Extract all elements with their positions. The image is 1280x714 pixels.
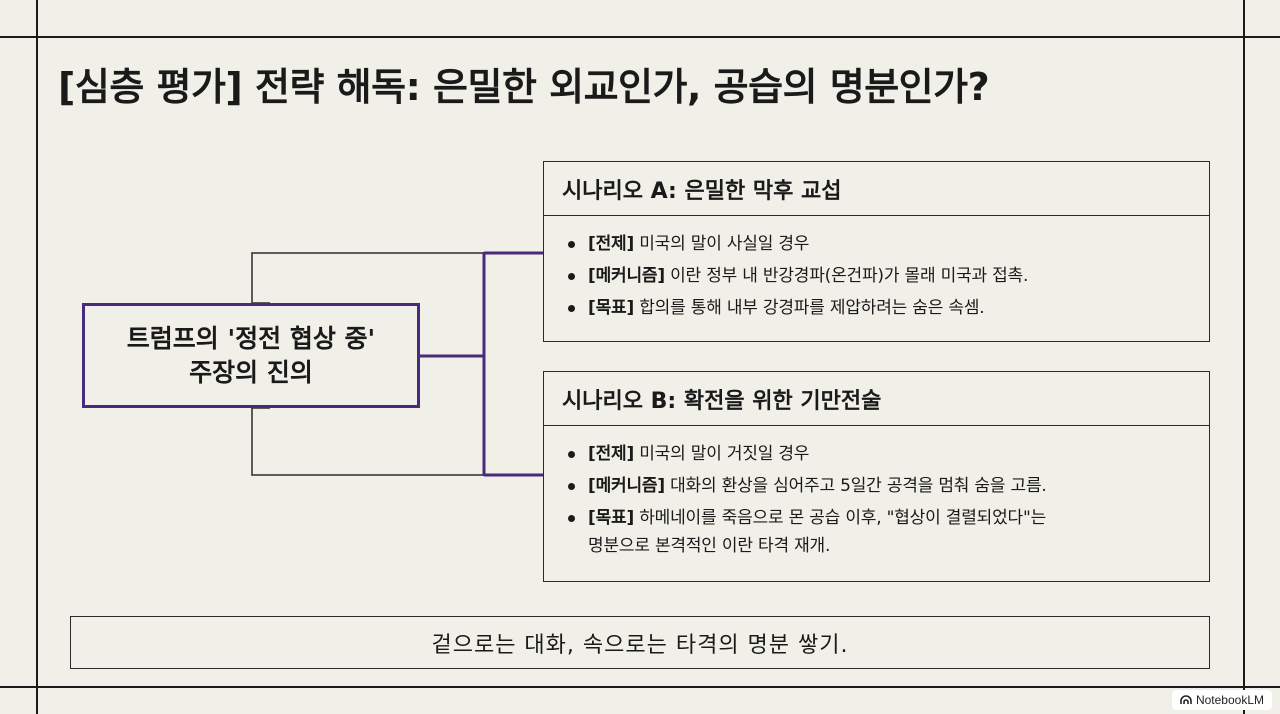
list-item: [메커니즘] 대화의 환상을 심어주고 5일간 공격을 멈춰 숨을 고름. <box>566 470 1197 502</box>
list-item: [메커니즘] 이란 정부 내 반강경파(온건파)가 몰래 미국과 접촉. <box>566 260 1197 292</box>
frame-line-bottom <box>0 686 1280 688</box>
summary-box: 겉으로는 대화, 속으로는 타격의 명분 쌓기. <box>70 616 1210 669</box>
left-bracket-line-lower <box>251 407 484 476</box>
item-text-continued: 명분으로 본격적인 이란 타격 재개. <box>588 536 831 556</box>
notebooklm-logo-icon <box>1180 695 1192 704</box>
item-tag: [메커니즘] <box>588 476 665 496</box>
scenario-b-list: [전제] 미국의 말이 거짓일 경우 [메커니즘] 대화의 환상을 심어주고 5… <box>544 426 1209 560</box>
item-text: 대화의 환상을 심어주고 5일간 공격을 멈춰 숨을 고름. <box>664 476 1047 496</box>
frame-line-right <box>1243 0 1245 714</box>
scenario-b-title: 시나리오 B: 확전을 위한 기만전술 <box>544 372 1209 426</box>
scenario-a-list: [전제] 미국의 말이 사실일 경우 [메커니즘] 이란 정부 내 반강경파(온… <box>544 216 1209 324</box>
item-tag: [목표] <box>588 298 635 318</box>
item-tag: [전제] <box>588 234 635 254</box>
page-title: [심층 평가] 전략 해독: 은밀한 외교인가, 공습의 명분인가? <box>58 65 990 109</box>
frame-line-top <box>0 36 1280 38</box>
item-text: 하메네이를 죽음으로 몬 공습 이후, "협상이 결렬되었다"는 <box>634 508 1047 528</box>
list-item: [목표] 합의를 통해 내부 강경파를 제압하려는 숨은 속셈. <box>566 292 1197 324</box>
list-item: [전제] 미국의 말이 거짓일 경우 <box>566 438 1197 470</box>
left-bracket-line <box>251 252 484 304</box>
item-tag: [전제] <box>588 444 635 464</box>
item-text: 미국의 말이 사실일 경우 <box>634 234 810 254</box>
item-tag: [메커니즘] <box>588 266 665 286</box>
item-text: 이란 정부 내 반강경파(온건파)가 몰래 미국과 접촉. <box>664 266 1029 286</box>
item-text: 미국의 말이 거짓일 경우 <box>634 444 810 464</box>
scenario-a-title: 시나리오 A: 은밀한 막후 교섭 <box>544 162 1209 216</box>
central-topic-line-2: 주장의 진의 <box>189 357 313 387</box>
list-item: [전제] 미국의 말이 사실일 경우 <box>566 228 1197 260</box>
item-text: 합의를 통해 내부 강경파를 제압하려는 숨은 속셈. <box>634 298 985 318</box>
scenario-b-box: 시나리오 B: 확전을 위한 기만전술 [전제] 미국의 말이 거짓일 경우 [… <box>543 371 1210 582</box>
frame-line-left <box>36 0 38 714</box>
scenario-a-box: 시나리오 A: 은밀한 막후 교섭 [전제] 미국의 말이 사실일 경우 [메커… <box>543 161 1210 342</box>
item-tag: [목표] <box>588 508 635 528</box>
central-topic-box: 트럼프의 '정전 협상 중' 주장의 진의 <box>82 303 420 408</box>
watermark-badge: NotebookLM <box>1171 690 1272 710</box>
watermark-text: NotebookLM <box>1195 693 1264 707</box>
central-topic-line-1: 트럼프의 '정전 협상 중' <box>126 323 376 353</box>
